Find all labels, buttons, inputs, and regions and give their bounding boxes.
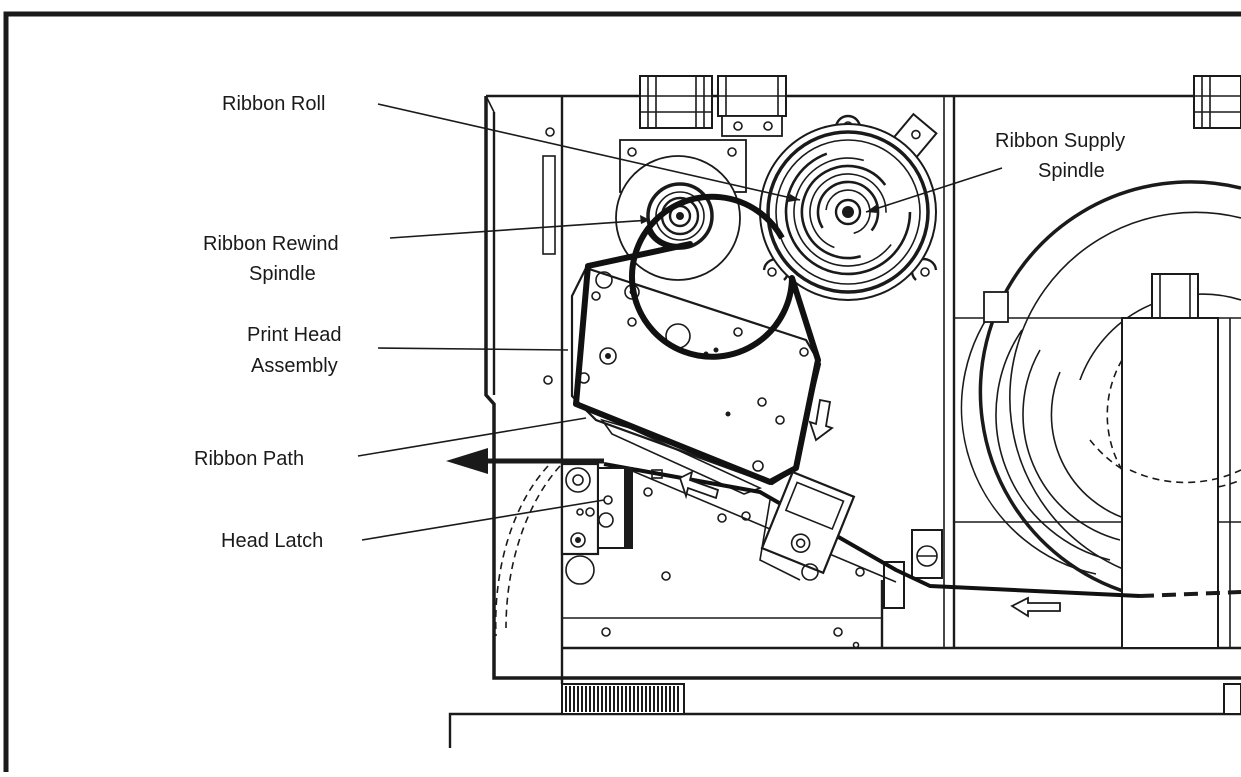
diagram-frame [3, 11, 1241, 772]
label-print-head-line2: Assembly [251, 355, 338, 377]
ribbon-roll-ring [816, 180, 880, 232]
ribbon-supply-spindle [759, 112, 938, 301]
media-roll [960, 180, 1241, 649]
media-guide [883, 291, 1009, 609]
ribbon-roll-ring [784, 152, 912, 276]
top-hinge-left [639, 75, 713, 129]
label-ribbon-rewind-line2: Spindle [249, 263, 316, 285]
platen-assembly [629, 469, 897, 583]
ribbon-direction-arrows [678, 398, 1061, 618]
ribbon-roll-ring [800, 164, 887, 260]
label-head-latch: Head Latch [221, 530, 323, 552]
ribbon-roll-ring [809, 173, 887, 249]
label-supply-line1: Ribbon Supply [995, 130, 1125, 152]
head-latch [494, 462, 633, 637]
label-print-head-line1: Print Head [247, 324, 342, 346]
base-plate [448, 683, 1241, 748]
printer-frame [484, 94, 1241, 684]
arrow-left-icon [678, 470, 720, 500]
ribbon-path [573, 193, 1241, 598]
top-hinge-right [717, 75, 787, 137]
ribbon-roll [784, 152, 912, 276]
label-ribbon-rewind-line1: Ribbon Rewind [203, 233, 339, 255]
leader-arrowheads [640, 194, 878, 224]
arrow-left-icon-2 [1010, 596, 1061, 618]
print-head-assembly [570, 266, 822, 495]
top-hinge-far-right [1193, 75, 1241, 129]
label-ribbon-roll: Ribbon Roll [222, 93, 325, 115]
arrow-down-icon [808, 398, 834, 442]
leader-lines [357, 103, 1003, 541]
label-ribbon-path: Ribbon Path [194, 448, 304, 470]
label-supply-line2: Spindle [1038, 160, 1105, 182]
media-exit-arrow [446, 448, 604, 474]
ribbon-roll-ring [825, 189, 871, 235]
ribbon-roll-ring [793, 157, 892, 267]
